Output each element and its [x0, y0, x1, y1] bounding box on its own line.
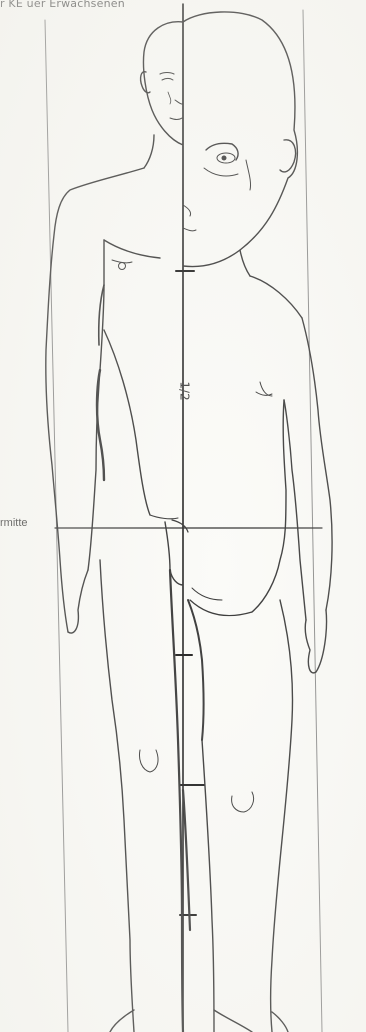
frame-left-line — [45, 20, 68, 1032]
adult-figure-half — [46, 22, 188, 1032]
body-midline-label: rmitte — [0, 517, 28, 529]
head-count-mark: 1/2 — [178, 381, 192, 400]
frame-lines — [45, 4, 322, 1032]
frame-right-line — [303, 10, 322, 1032]
child-figure-half — [183, 12, 332, 1032]
